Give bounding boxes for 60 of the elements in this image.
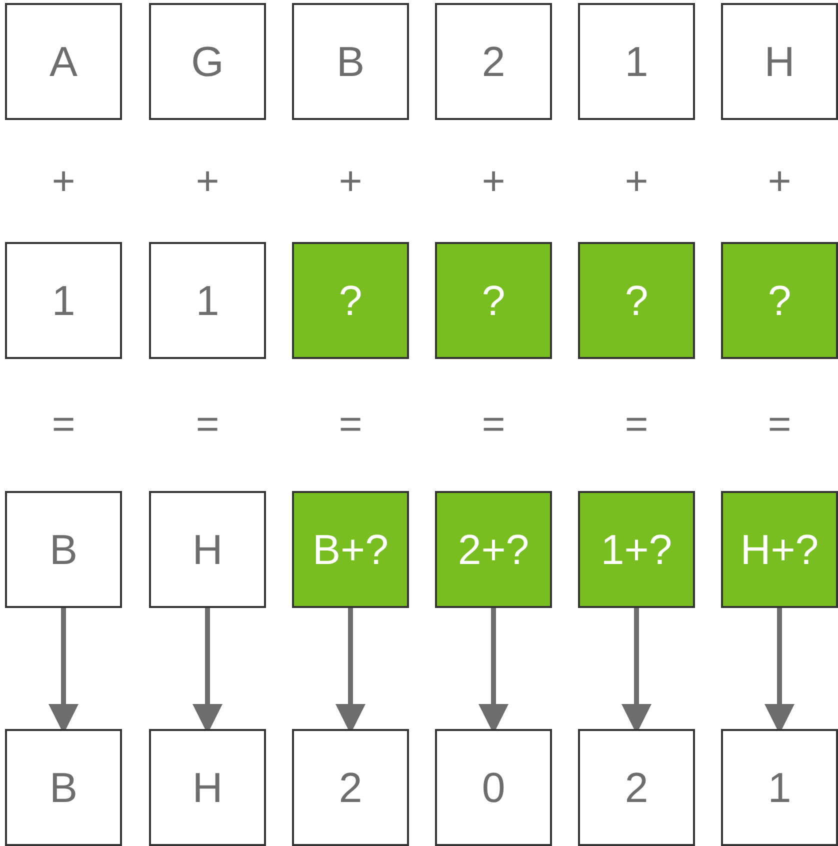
highlighted-box xyxy=(292,242,409,359)
letter-box xyxy=(149,491,266,608)
box-text: 0 xyxy=(482,764,506,812)
letter-box xyxy=(435,729,552,846)
box-text: 1 xyxy=(52,276,76,324)
box-text: ? xyxy=(768,276,792,324)
box-text: H xyxy=(764,38,795,86)
box-text: 1 xyxy=(196,276,220,324)
box-text: 1 xyxy=(768,764,792,812)
letter-box xyxy=(149,242,266,359)
operator-sign: = xyxy=(768,402,792,448)
highlighted-box xyxy=(435,491,552,608)
box-text: B xyxy=(49,764,78,812)
box-text: H xyxy=(192,526,223,574)
box-text: 2 xyxy=(338,764,362,812)
operator-sign: + xyxy=(768,160,792,204)
letter-box xyxy=(292,3,409,120)
highlighted-box xyxy=(435,242,552,359)
box-text: H+? xyxy=(740,526,819,574)
box-text: H xyxy=(192,764,223,812)
operator-sign: + xyxy=(338,160,362,204)
box-text: 2+? xyxy=(458,526,530,574)
operator-sign: + xyxy=(482,160,506,204)
box-text: B xyxy=(336,38,364,86)
operator-sign: + xyxy=(52,160,76,204)
highlighted-box xyxy=(578,242,695,359)
box-text: ? xyxy=(482,276,506,324)
letter-box xyxy=(149,729,266,846)
operator-sign: = xyxy=(52,402,76,448)
operator-sign: = xyxy=(482,402,506,448)
box-text: ? xyxy=(624,276,648,324)
box-text: B xyxy=(49,526,78,574)
box-text: G xyxy=(191,38,224,86)
operator-sign: + xyxy=(196,160,220,204)
box-text: 1+? xyxy=(600,526,672,574)
operator-sign: = xyxy=(624,402,648,448)
box-text: B+? xyxy=(312,526,388,574)
letter-box xyxy=(292,729,409,846)
highlighted-box xyxy=(292,491,409,608)
letter-box xyxy=(5,729,122,846)
highlighted-box xyxy=(578,491,695,608)
box-text: 1 xyxy=(624,38,648,86)
operator-sign: = xyxy=(338,402,362,448)
box-text: ? xyxy=(338,276,362,324)
operator-sign: = xyxy=(196,402,220,448)
box-text: A xyxy=(49,38,78,86)
box-text: 2 xyxy=(624,764,648,812)
letter-box xyxy=(435,3,552,120)
highlighted-box xyxy=(721,242,838,359)
letter-box xyxy=(5,242,122,359)
letter-box xyxy=(5,491,122,608)
operator-sign: + xyxy=(624,160,648,204)
letter-box xyxy=(721,729,838,846)
letter-box xyxy=(721,3,838,120)
letter-box xyxy=(149,3,266,120)
letter-box xyxy=(578,729,695,846)
letter-box xyxy=(5,3,122,120)
letter-box xyxy=(578,3,695,120)
box-text: 2 xyxy=(482,38,506,86)
highlighted-box xyxy=(721,491,838,608)
